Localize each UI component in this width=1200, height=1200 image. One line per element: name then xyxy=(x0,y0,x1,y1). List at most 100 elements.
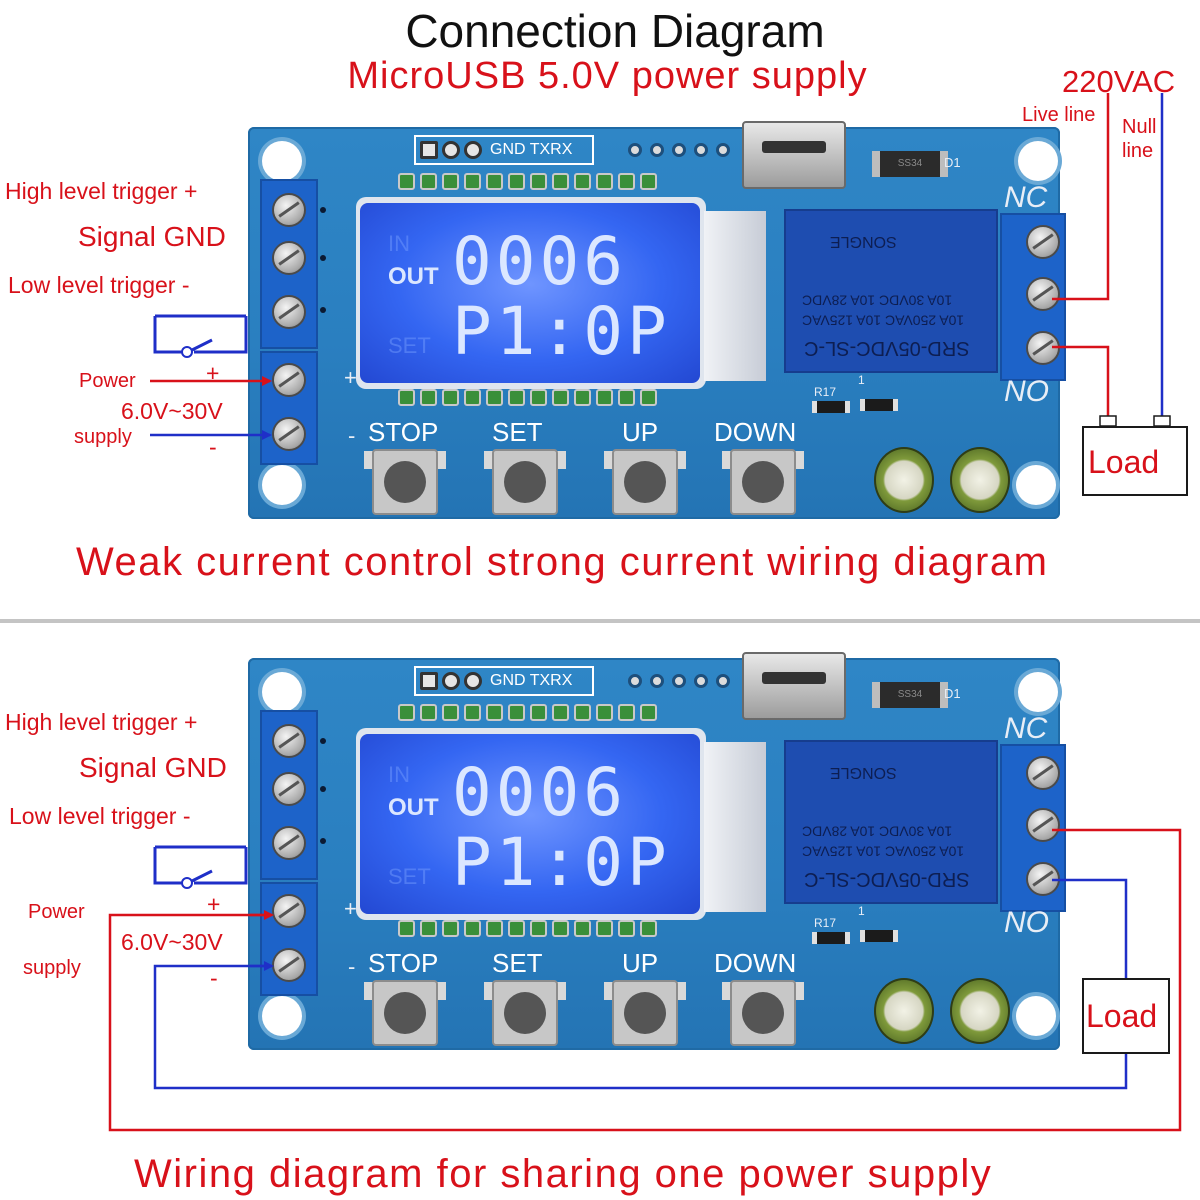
power-minus-screw xyxy=(272,948,306,982)
lcd-line-1: 0006 xyxy=(452,754,627,831)
header-pad xyxy=(464,672,482,690)
null-line-label-1: Null xyxy=(1122,116,1157,138)
mounting-hole xyxy=(262,996,302,1036)
relay-com-screw xyxy=(1026,277,1060,311)
capacitor xyxy=(874,978,934,1044)
header-pad xyxy=(420,672,438,690)
lcd-display: IN SET OUT 0006 P1:0P xyxy=(360,734,700,914)
via xyxy=(628,674,642,688)
switch-lever xyxy=(191,338,213,352)
button-label-up: UP xyxy=(622,948,659,978)
via xyxy=(672,674,686,688)
lcd-pins-bottom xyxy=(398,920,657,937)
power-minus-label: - xyxy=(209,434,217,460)
high-trigger-label: High level trigger + xyxy=(5,178,198,204)
switch-contact xyxy=(181,346,193,358)
low-trigger-label: Low level trigger - xyxy=(9,803,191,829)
mounting-hole xyxy=(1016,465,1056,505)
board-plus-mark: + xyxy=(344,365,357,390)
via xyxy=(716,674,730,688)
header-pad xyxy=(442,672,460,690)
down-button[interactable] xyxy=(730,449,796,515)
button-label-down: DOWN xyxy=(714,948,797,978)
lcd-display: IN SET OUT 0006 P1:0P xyxy=(360,203,700,383)
load-box-top xyxy=(1082,426,1188,496)
up-button[interactable] xyxy=(612,449,678,515)
power-minus-label: - xyxy=(210,965,218,991)
signal-gnd-label: Signal GND xyxy=(79,752,227,783)
via xyxy=(628,143,642,157)
button-label-up: UP xyxy=(622,417,659,447)
button-label-down: DOWN xyxy=(714,417,797,447)
relay-no-label: NO xyxy=(1004,906,1049,939)
capacitor xyxy=(950,447,1010,513)
r17-label: R17 xyxy=(814,385,837,399)
button-label-set: SET xyxy=(492,417,543,447)
high-trigger-label: High level trigger + xyxy=(5,709,198,735)
via xyxy=(650,143,664,157)
power-label: Power xyxy=(28,901,85,923)
trigger-low-screw xyxy=(272,826,306,860)
button-label-stop: STOP xyxy=(368,417,439,447)
lcd-line-1: 0006 xyxy=(452,223,627,300)
top-diagram-caption: Weak current control strong current wiri… xyxy=(76,540,1049,584)
relay-no-screw xyxy=(1026,862,1060,896)
diagram-subtitle: MicroUSB 5.0V power supply xyxy=(347,55,868,97)
resistor-r17 xyxy=(812,932,850,944)
trigger-switch-wire xyxy=(153,845,248,885)
load-minus-terminal xyxy=(1153,415,1171,427)
relay-com-screw xyxy=(1026,808,1060,842)
trigger-low-screw xyxy=(272,295,306,329)
capacitor xyxy=(874,447,934,513)
serial-header: GND TXRX xyxy=(414,135,594,165)
relay-brand: SONGLE xyxy=(830,233,897,250)
lcd-out-indicator: OUT xyxy=(388,794,439,821)
lcd-flex-tab xyxy=(704,211,766,381)
set-button[interactable] xyxy=(492,449,558,515)
supply-label: supply xyxy=(74,426,132,448)
board-minus-mark: - xyxy=(348,954,356,979)
relay-model: SRD-05VDC-SL-C xyxy=(804,868,970,890)
up-button[interactable] xyxy=(612,980,678,1046)
mounting-hole xyxy=(1018,672,1058,712)
smd-led xyxy=(860,930,898,942)
relay-brand: SONGLE xyxy=(830,764,897,781)
capacitor xyxy=(950,978,1010,1044)
via xyxy=(694,674,708,688)
diode-d1: SS34 xyxy=(872,682,948,708)
set-button[interactable] xyxy=(492,980,558,1046)
live-line-label: Live line xyxy=(1022,104,1096,126)
signal-gnd-screw xyxy=(272,772,306,806)
diagram-title: Connection Diagram xyxy=(405,5,825,57)
relay-pin-1-label: 1 xyxy=(858,904,865,918)
signal-gnd-screw xyxy=(272,241,306,275)
stop-button[interactable] xyxy=(372,449,438,515)
load-label-bottom: Load xyxy=(1086,998,1158,1034)
lcd-ghost-in: IN xyxy=(388,762,410,787)
stop-button[interactable] xyxy=(372,980,438,1046)
supply-label: supply xyxy=(23,957,81,979)
via xyxy=(716,143,730,157)
relay-rating-1: 10A 250VAC 10A 125VAC xyxy=(802,312,965,329)
mounting-hole xyxy=(1016,996,1056,1036)
trigger-high-screw xyxy=(272,724,306,758)
power-minus-screw xyxy=(272,417,306,451)
relay-rating-2: 10A 30VDC 10A 28VDC xyxy=(802,292,953,309)
voltage-range-label: 6.0V~30V xyxy=(121,398,223,424)
relay-pin-1-label: 1 xyxy=(858,373,865,387)
mounting-hole xyxy=(262,672,302,712)
down-button[interactable] xyxy=(730,980,796,1046)
via xyxy=(694,143,708,157)
board-plus-mark: + xyxy=(344,896,357,921)
relay-model: SRD-05VDC-SL-C xyxy=(804,337,970,359)
lcd-out-indicator: OUT xyxy=(388,263,439,290)
relay-nc-screw xyxy=(1026,756,1060,790)
relay: SRD-05VDC-SL-C 10A 250VAC 10A 125VAC 10A… xyxy=(784,209,998,373)
power-plus-screw xyxy=(272,894,306,928)
mounting-hole xyxy=(262,465,302,505)
relay-timer-board-bottom: GND TXRX SS34 D1 IN SET OUT 0006 P1:0P +… xyxy=(248,652,1066,1050)
relay-timer-board-top: GND TXRX SS34 D1 IN SET OUT 0006 P1:0P +… xyxy=(248,121,1066,519)
trigger-high-screw xyxy=(272,193,306,227)
button-label-stop: STOP xyxy=(368,948,439,978)
button-label-set: SET xyxy=(492,948,543,978)
